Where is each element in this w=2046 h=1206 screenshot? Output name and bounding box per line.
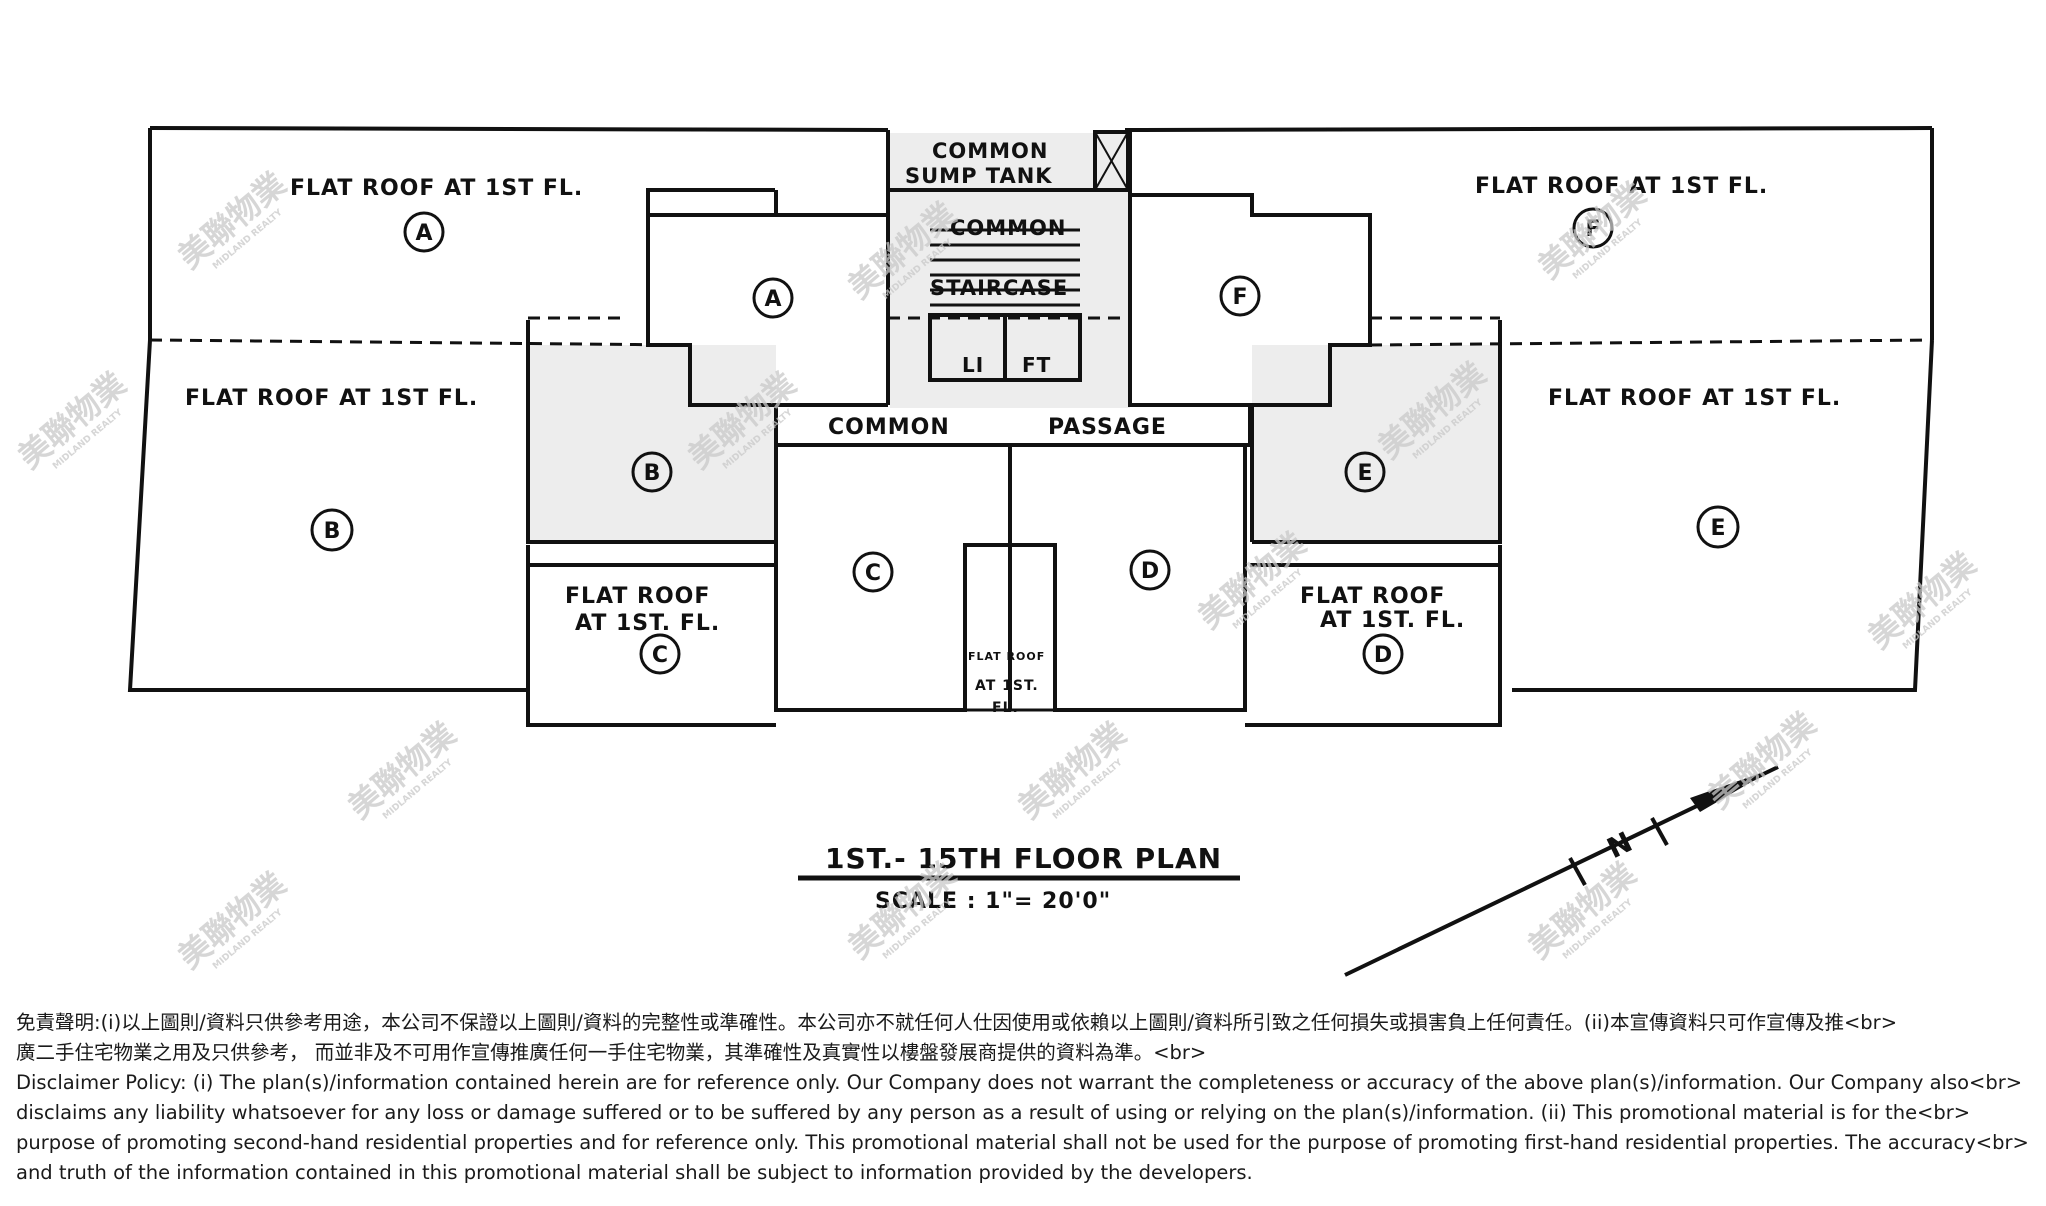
shade-unit-e [1252,345,1499,542]
north-arrow-tick-1 [1568,857,1587,886]
small-flat-roof-box [963,543,1057,712]
label-common-sump-2: SUMP TANK [905,164,1053,188]
label-flat-roof-c-2: AT 1ST. FL. [575,611,720,636]
disclaimer-cn-line-2: 廣二手住宅物業之用及只供參考， 而並非及不可用作宣傳推廣任何一手住宅物業，其準確… [16,1041,1207,1064]
letter-unit-b: B [644,461,661,486]
letter-flat-roof-a: A [415,221,432,246]
watermark-logo: 美聯物業 MIDLAND REALTY [1861,545,1983,656]
letter-unit-c: C [865,561,881,586]
wall-sump-tank-box [1093,130,1130,192]
shade-unit-b [528,345,776,542]
label-common-sump-1: COMMON [932,139,1049,163]
label-flat-roof-d-1: FLAT ROOF [1300,584,1445,609]
unit-markers [310,207,1740,675]
watermark-logo: 美聯物業 MIDLAND REALTY [1011,715,1133,826]
wall-unit-e [1252,320,1502,544]
disclaimer-en-line-1: Disclaimer Policy: (i) The plan(s)/infor… [16,1071,2023,1094]
label-small-roof-3: FL. [992,700,1019,716]
wall-unit-c [774,445,1012,712]
watermark-logo: 美聯物業 MIDLAND REALTY [1701,705,1823,816]
letter-flat-roof-f: F [1585,217,1600,242]
wall-unit-a-left [646,215,888,407]
shaded-regions [528,133,1499,542]
letter-unit-f: F [1232,285,1247,310]
letter-flat-roof-d: D [1374,643,1392,668]
letter-flat-roof-c: C [652,643,668,668]
floor-plan-drawing: FLAT ROOF AT 1ST FL. FLAT ROOF AT 1ST FL… [11,126,1983,977]
label-flat-roof-e: FLAT ROOF AT 1ST FL. [1548,386,1841,411]
wall-left-outer [149,126,889,132]
plan-title-block: 1ST.- 15TH FLOOR PLAN SCALE : 1"= 20'0" [798,842,1240,914]
letter-unit-d: D [1141,559,1159,584]
disclaimer-en-line-4: and truth of the information contained i… [16,1161,1253,1184]
letter-unit-e: E [1357,461,1372,486]
label-flat-roof-c-1: FLAT ROOF [565,584,710,609]
letter-flat-roof-b: B [324,519,341,544]
letter-unit-a: A [764,287,781,312]
label-small-roof-2: AT 1ST. [975,678,1039,694]
label-flat-roof-d-2: AT 1ST. FL. [1320,608,1465,633]
plan-title: 1ST.- 15TH FLOOR PLAN [825,842,1222,875]
letter-flat-roof-e: E [1710,516,1725,541]
label-common-passage-1: COMMON [828,415,950,440]
wall-unit-a-top [774,190,888,217]
marker-flat-roof-a [403,211,445,253]
wall-right-outer [1124,126,1933,132]
watermark-logo: 美聯物業 MIDLAND REALTY [171,865,293,976]
north-arrow-tick-2 [1650,817,1669,846]
watermark-logo: 美聯物業 MIDLAND REALTY [341,715,463,826]
disclaimer-en-line-2: disclaims any liability whatsoever for a… [16,1101,1971,1124]
marker-unit-c [852,551,894,593]
sump-box-cross-2 [1094,131,1129,191]
watermark-logo: 美聯物業 MIDLAND REALTY [11,365,133,476]
disclaimer-block: 免責聲明:(i)以上圖則/資料只供參考用途，本公司不保證以上圖則/資料的完整性或… [16,1008,2036,1188]
wall-unit-a [646,188,776,217]
staircase-treads [930,228,1080,307]
marker-unit-b [631,451,673,493]
dashed-right-wing [1369,338,1933,347]
marker-unit-e [1344,451,1386,493]
north-arrow-head [1690,768,1775,812]
marker-flat-roof-e [1696,505,1740,549]
plan-labels: FLAT ROOF AT 1ST FL. FLAT ROOF AT 1ST FL… [185,139,1841,716]
watermark-logo: 美聯物業 MIDLAND REALTY [1521,855,1643,966]
wall-common-passage [774,405,1252,447]
disclaimer-cn-line-1: 免責聲明:(i)以上圖則/資料只供參考用途，本公司不保證以上圖則/資料的完整性或… [16,1011,1898,1034]
label-common-staircase-2: STAIRCASE [930,276,1068,300]
marker-unit-d [1129,549,1171,591]
marker-flat-roof-b [310,508,354,552]
label-flat-roof-f: FLAT ROOF AT 1ST FL. [1475,174,1768,199]
marker-flat-roof-c [639,633,681,675]
label-flat-roof-b: FLAT ROOF AT 1ST FL. [185,386,478,411]
wall-right-end-bottom [1512,339,1934,692]
marker-unit-f [1219,275,1261,317]
label-common-staircase-1: COMMON [950,216,1067,240]
floor-plan-area: FLAT ROOF AT 1ST FL. FLAT ROOF AT 1ST FL… [11,126,1983,977]
wall-unit-d [1008,445,1247,712]
watermark-logo: 美聯物業 MIDLAND REALTY [171,165,293,276]
wall-left-end-bottom [127,339,528,692]
marker-flat-roof-d [1362,633,1404,675]
label-lift-2: FT [1022,353,1051,377]
disclaimer-en-line-3: purpose of promoting second-hand residen… [16,1131,2029,1154]
label-flat-roof-a: FLAT ROOF AT 1ST FL. [290,176,583,201]
unit-letters: A A F F B B E E C D C D [324,217,1726,668]
label-lift-1: LI [962,353,984,377]
label-common-passage-2: PASSAGE [1048,415,1167,440]
dashed-left-wing [149,338,689,347]
plan-scale: SCALE : 1"= 20'0" [875,889,1111,914]
label-small-roof-1: FLAT ROOF [968,650,1045,663]
marker-flat-roof-f [1572,207,1614,249]
marker-unit-a [752,277,794,319]
